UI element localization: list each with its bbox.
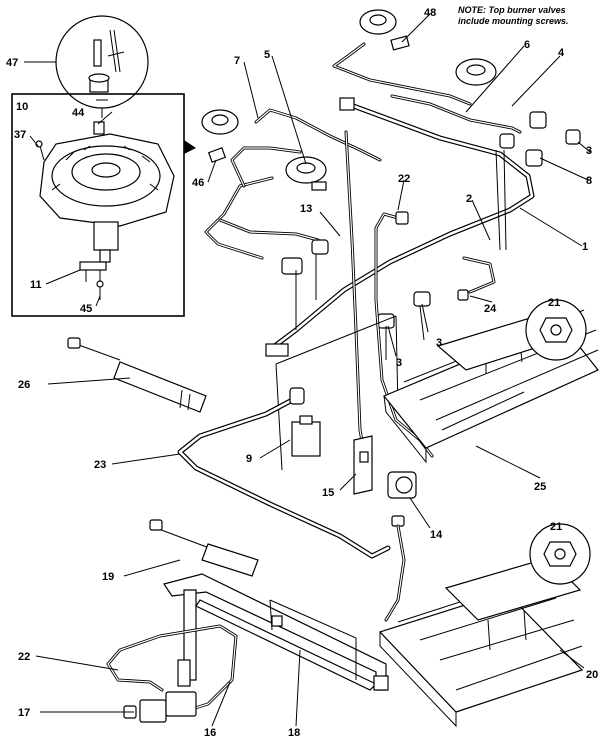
lower-burner-assembly (163, 573, 389, 691)
label-19: 19 (102, 571, 114, 583)
igniter-lower (149, 519, 259, 577)
label-48: 48 (424, 7, 436, 19)
label-10: 10 (16, 101, 28, 113)
label-37: 37 (14, 129, 26, 141)
top-burner-center (285, 156, 327, 191)
label-14: 14 (430, 529, 443, 541)
top-burner-top (359, 9, 410, 51)
label-7: 7 (234, 55, 240, 67)
leader-lines (24, 13, 591, 727)
label-3-right: 3 (586, 145, 592, 157)
label-3-lower: 3 (396, 357, 402, 369)
nut-callout-upper (525, 299, 587, 361)
label-22-lower: 22 (18, 651, 30, 663)
burner-valves (281, 111, 581, 360)
upper-burner-assembly (177, 315, 399, 559)
zoom-circle-inset (55, 15, 149, 118)
label-3-center: 3 (436, 337, 442, 349)
label-17: 17 (18, 707, 30, 719)
burner-tubes (204, 42, 522, 260)
note-line-1: NOTE: Top burner valves (458, 5, 566, 15)
oven-gas-lines (344, 130, 507, 458)
label-15: 15 (322, 487, 334, 499)
part-labels: 47 10 44 37 11 45 46 7 5 48 6 4 3 8 1 22… (6, 7, 598, 739)
label-5: 5 (264, 49, 270, 61)
nut-callout-lower (529, 523, 591, 585)
label-9: 9 (246, 453, 252, 465)
label-18: 18 (288, 727, 300, 739)
label-23: 23 (94, 459, 106, 471)
label-44: 44 (72, 107, 85, 119)
label-20: 20 (586, 669, 598, 681)
label-1: 1 (582, 241, 588, 253)
oven-valve-assembly (353, 435, 417, 622)
label-46: 46 (192, 177, 204, 189)
label-24: 24 (484, 303, 497, 315)
label-21-upper: 21 (548, 297, 560, 309)
lower-gas-lines (106, 624, 238, 723)
note-line-2: include mounting screws. (458, 16, 569, 26)
label-11: 11 (30, 279, 42, 291)
burner-inset-box (11, 93, 185, 317)
top-burner-right (455, 58, 497, 86)
label-21-lower: 21 (550, 521, 562, 533)
callout-arrow (184, 140, 196, 154)
label-13: 13 (300, 203, 312, 215)
label-47: 47 (6, 57, 18, 69)
label-22-upper: 22 (398, 173, 410, 185)
top-burner-left (201, 109, 239, 163)
manifold-pipe (265, 97, 535, 357)
label-4: 4 (558, 47, 565, 59)
label-2: 2 (466, 193, 472, 205)
label-8: 8 (586, 175, 592, 187)
label-45: 45 (80, 303, 92, 315)
label-6: 6 (524, 39, 530, 51)
label-25: 25 (534, 481, 546, 493)
label-16: 16 (204, 727, 216, 739)
igniter-upper (67, 337, 207, 413)
label-26: 26 (18, 379, 30, 391)
